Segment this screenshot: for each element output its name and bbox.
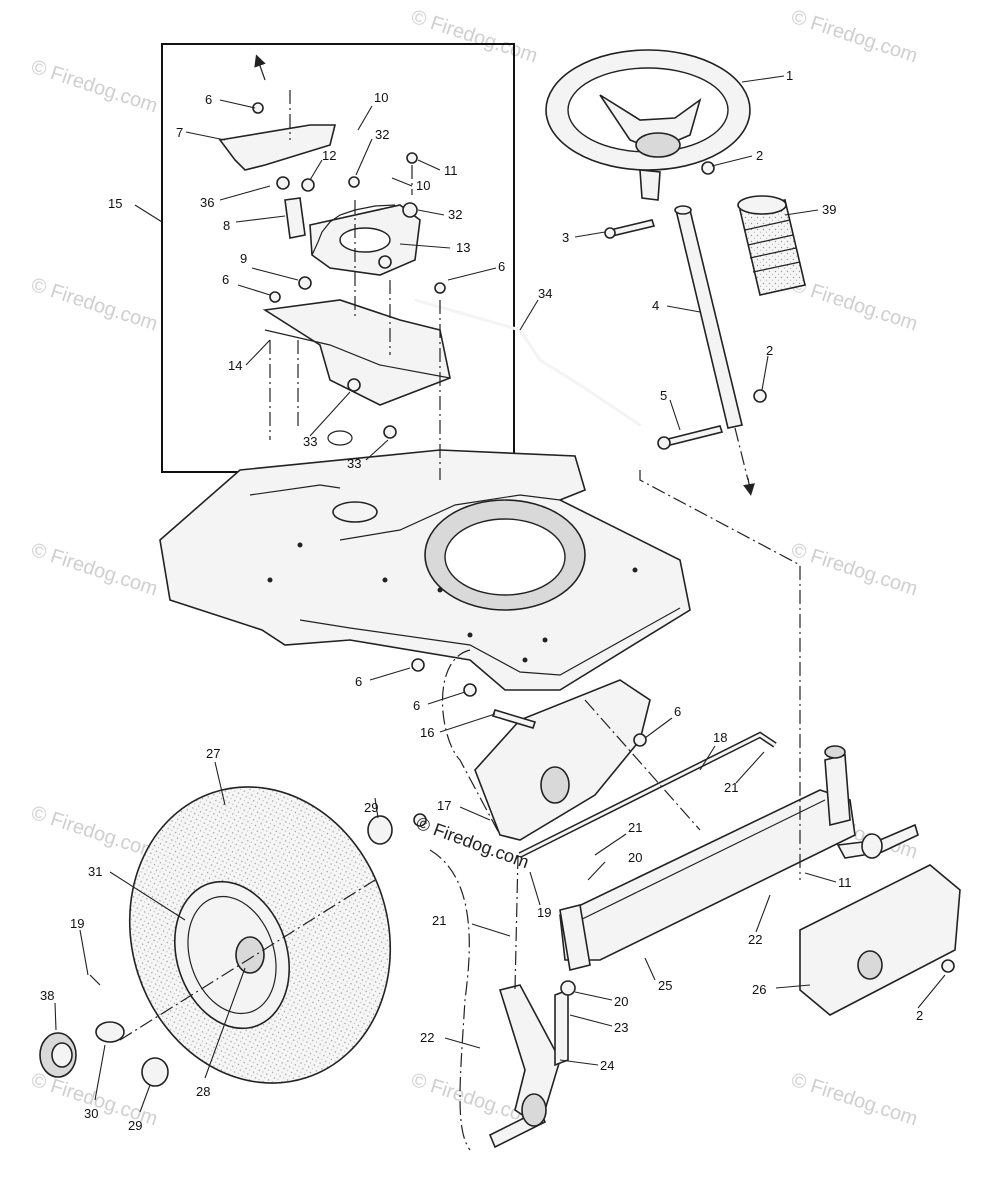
callout-label: 30 — [84, 1106, 98, 1121]
callout-label: 29 — [128, 1118, 142, 1133]
callout-label: 28 — [196, 1084, 210, 1099]
assembly-lines — [429, 470, 801, 1151]
callout-label: 6 — [222, 272, 229, 287]
callout-label: 6 — [355, 674, 362, 689]
callout-label: 24 — [600, 1058, 614, 1073]
front-axle — [559, 745, 919, 971]
callout-label: 32 — [448, 207, 462, 222]
callout-label: 29 — [364, 800, 378, 815]
callout-label: 22 — [420, 1030, 434, 1045]
callout-label: 13 — [456, 240, 470, 255]
callout-label: 21 — [628, 820, 642, 835]
callout-label: 8 — [223, 218, 230, 233]
callout-label: 31 — [88, 864, 102, 879]
watermark: © Firedog.com — [788, 6, 920, 68]
callout-label: 10 — [416, 178, 430, 193]
callout-label: 32 — [375, 127, 389, 142]
callout-label: 20 — [614, 994, 628, 1009]
callout-label: 5 — [660, 388, 667, 403]
callout-label: 36 — [200, 195, 214, 210]
watermark: © Firedog.com — [788, 1069, 920, 1131]
callout-label: 20 — [628, 850, 642, 865]
watermark: © Firedog.com — [28, 56, 160, 118]
callout-label: 18 — [713, 730, 727, 745]
callout-label: 26 — [752, 982, 766, 997]
callout-label: 2 — [756, 148, 763, 163]
callout-label: 11 — [444, 163, 458, 178]
callout-label: 1 — [786, 68, 793, 83]
callout-label: 21 — [724, 780, 738, 795]
callout-label: 6 — [498, 259, 505, 274]
axle-cover — [799, 864, 961, 1016]
callout-label: 25 — [658, 978, 672, 993]
callout-label: 19 — [70, 916, 84, 931]
callout-label: 6 — [205, 92, 212, 107]
callout-label: 12 — [322, 148, 336, 163]
callout-label: 34 — [538, 286, 552, 301]
drag-link — [414, 298, 641, 427]
steering-boot — [737, 195, 806, 296]
callout-label: 22 — [748, 932, 762, 947]
watermark: © Firedog.com — [788, 274, 920, 336]
frame-chassis — [159, 449, 691, 691]
callout-label: 33 — [347, 456, 361, 471]
callout-label: 6 — [413, 698, 420, 713]
callout-label: 21 — [432, 913, 446, 928]
watermark: © Firedog.com — [28, 274, 160, 336]
callout-label: 2 — [766, 343, 773, 358]
callout-label: 16 — [420, 725, 434, 740]
callout-label: 33 — [303, 434, 317, 449]
axle-bracket — [411, 658, 651, 841]
callout-label: 27 — [206, 746, 220, 761]
callout-label: 38 — [40, 988, 54, 1003]
callout-label: 3 — [562, 230, 569, 245]
watermark: © Firedog.com — [28, 539, 160, 601]
callout-label: 14 — [228, 358, 242, 373]
callout-label: 9 — [240, 251, 247, 266]
callout-label: 19 — [537, 905, 551, 920]
callout-label: 2 — [916, 1008, 923, 1023]
spindle — [488, 980, 576, 1149]
watermark: © Firedog.com — [408, 6, 540, 68]
wheel-hub-parts — [39, 813, 427, 1087]
steering-gear-assembly — [218, 54, 451, 480]
leader-lines — [54, 75, 946, 1113]
callout-labels: 1 2 2 2 3 4 5 6 6 6 6 6 6 7 8 9 10 10 11… — [40, 68, 923, 1133]
callout-label: 4 — [652, 298, 659, 313]
tie-rod — [518, 731, 777, 858]
watermark: © Firedog.com — [28, 802, 160, 864]
callout-label: 10 — [374, 90, 388, 105]
callout-label: 6 — [674, 704, 681, 719]
callout-label: 7 — [176, 125, 183, 140]
callout-label: 11 — [838, 875, 852, 890]
steering-shaft — [674, 205, 755, 496]
shaft-fasteners — [604, 161, 767, 450]
callout-label: 23 — [614, 1020, 628, 1035]
steering-wheel — [545, 49, 751, 201]
wheel-assembly — [119, 786, 392, 1084]
callout-label: 39 — [822, 202, 836, 217]
callout-label: 17 — [437, 798, 451, 813]
watermark: © Firedog.com — [788, 539, 920, 601]
callout-label: 15 — [108, 196, 122, 211]
